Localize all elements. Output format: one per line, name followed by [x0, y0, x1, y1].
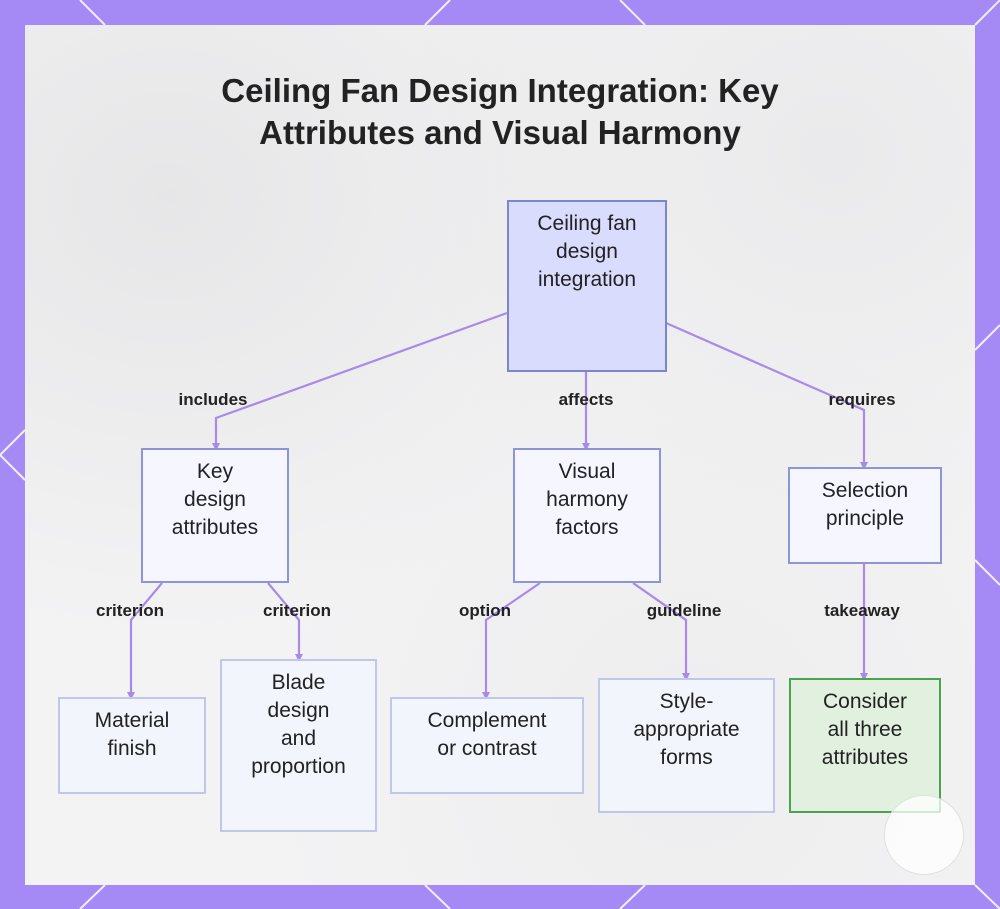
node-material-finish: Material finish: [58, 697, 206, 794]
node-blade-line-2: design: [267, 699, 330, 722]
node-key-line-2: design: [184, 488, 246, 511]
node-blade-line-4: proportion: [251, 755, 346, 778]
diagram-title: Ceiling Fan Design Integration: Key Attr…: [0, 70, 1000, 154]
edge-guideline: [632, 582, 690, 681]
edge-criterion-1: [127, 582, 163, 700]
node-key-design-attributes: Key design attributes: [141, 448, 289, 583]
node-selection-line-1: Selection: [821, 479, 909, 502]
node-key-line-3: attributes: [171, 516, 259, 539]
node-root-line-1: Ceiling fan: [537, 212, 637, 235]
edge-criterion-2: [267, 582, 303, 662]
edge-label-option: option: [459, 601, 511, 620]
node-style-line-1: Style-: [659, 690, 714, 713]
node-ceiling-fan-design-integration: Ceiling fan design integration: [507, 200, 667, 372]
node-visual-line-2: harmony: [546, 488, 628, 511]
title-line-2: Attributes and Visual Harmony: [259, 114, 741, 151]
edge-label-guideline: guideline: [646, 601, 722, 620]
node-consider-all-three-attributes: Consider all three attributes: [789, 678, 941, 813]
node-blade-design-and-proportion: Blade design and proportion: [220, 659, 377, 832]
node-complement-or-contrast: Complement or contrast: [390, 697, 584, 794]
edge-option: [482, 582, 541, 700]
watermark-seal: [884, 795, 964, 875]
node-root-line-3: integration: [537, 268, 637, 291]
edge-requires: [665, 321, 868, 470]
node-consider-line-1: Consider: [822, 690, 908, 713]
node-style-line-3: forms: [660, 746, 713, 769]
node-complement-line-1: Complement: [427, 709, 547, 732]
node-consider-line-3: attributes: [821, 746, 909, 769]
node-style-line-2: appropriate: [633, 718, 740, 741]
node-consider-line-2: all three: [827, 718, 903, 741]
node-material-line-2: finish: [107, 737, 157, 760]
edge-includes: [212, 311, 508, 451]
edge-label-takeaway: takeaway: [824, 601, 900, 620]
node-visual-line-3: factors: [555, 516, 619, 539]
node-blade-line-3: and: [280, 727, 317, 750]
edge-label-criterion-2: criterion: [262, 601, 332, 620]
node-key-line-1: Key: [196, 460, 234, 483]
node-root-line-2: design: [556, 240, 618, 263]
node-visual-harmony-factors: Visual harmony factors: [513, 448, 661, 583]
edge-label-includes: includes: [178, 390, 248, 409]
node-material-line-1: Material: [94, 709, 170, 732]
title-line-1: Ceiling Fan Design Integration: Key: [221, 72, 779, 109]
edge-label-affects: affects: [558, 390, 614, 409]
edge-label-criterion-1: criterion: [95, 601, 165, 620]
node-complement-line-2: or contrast: [437, 737, 537, 760]
edge-label-requires: requires: [828, 390, 896, 409]
node-selection-principle: Selection principle: [788, 467, 942, 564]
node-style-appropriate-forms: Style- appropriate forms: [598, 678, 775, 813]
node-visual-line-1: Visual: [558, 460, 616, 483]
node-blade-line-1: Blade: [271, 671, 326, 694]
node-selection-line-2: principle: [825, 507, 905, 530]
